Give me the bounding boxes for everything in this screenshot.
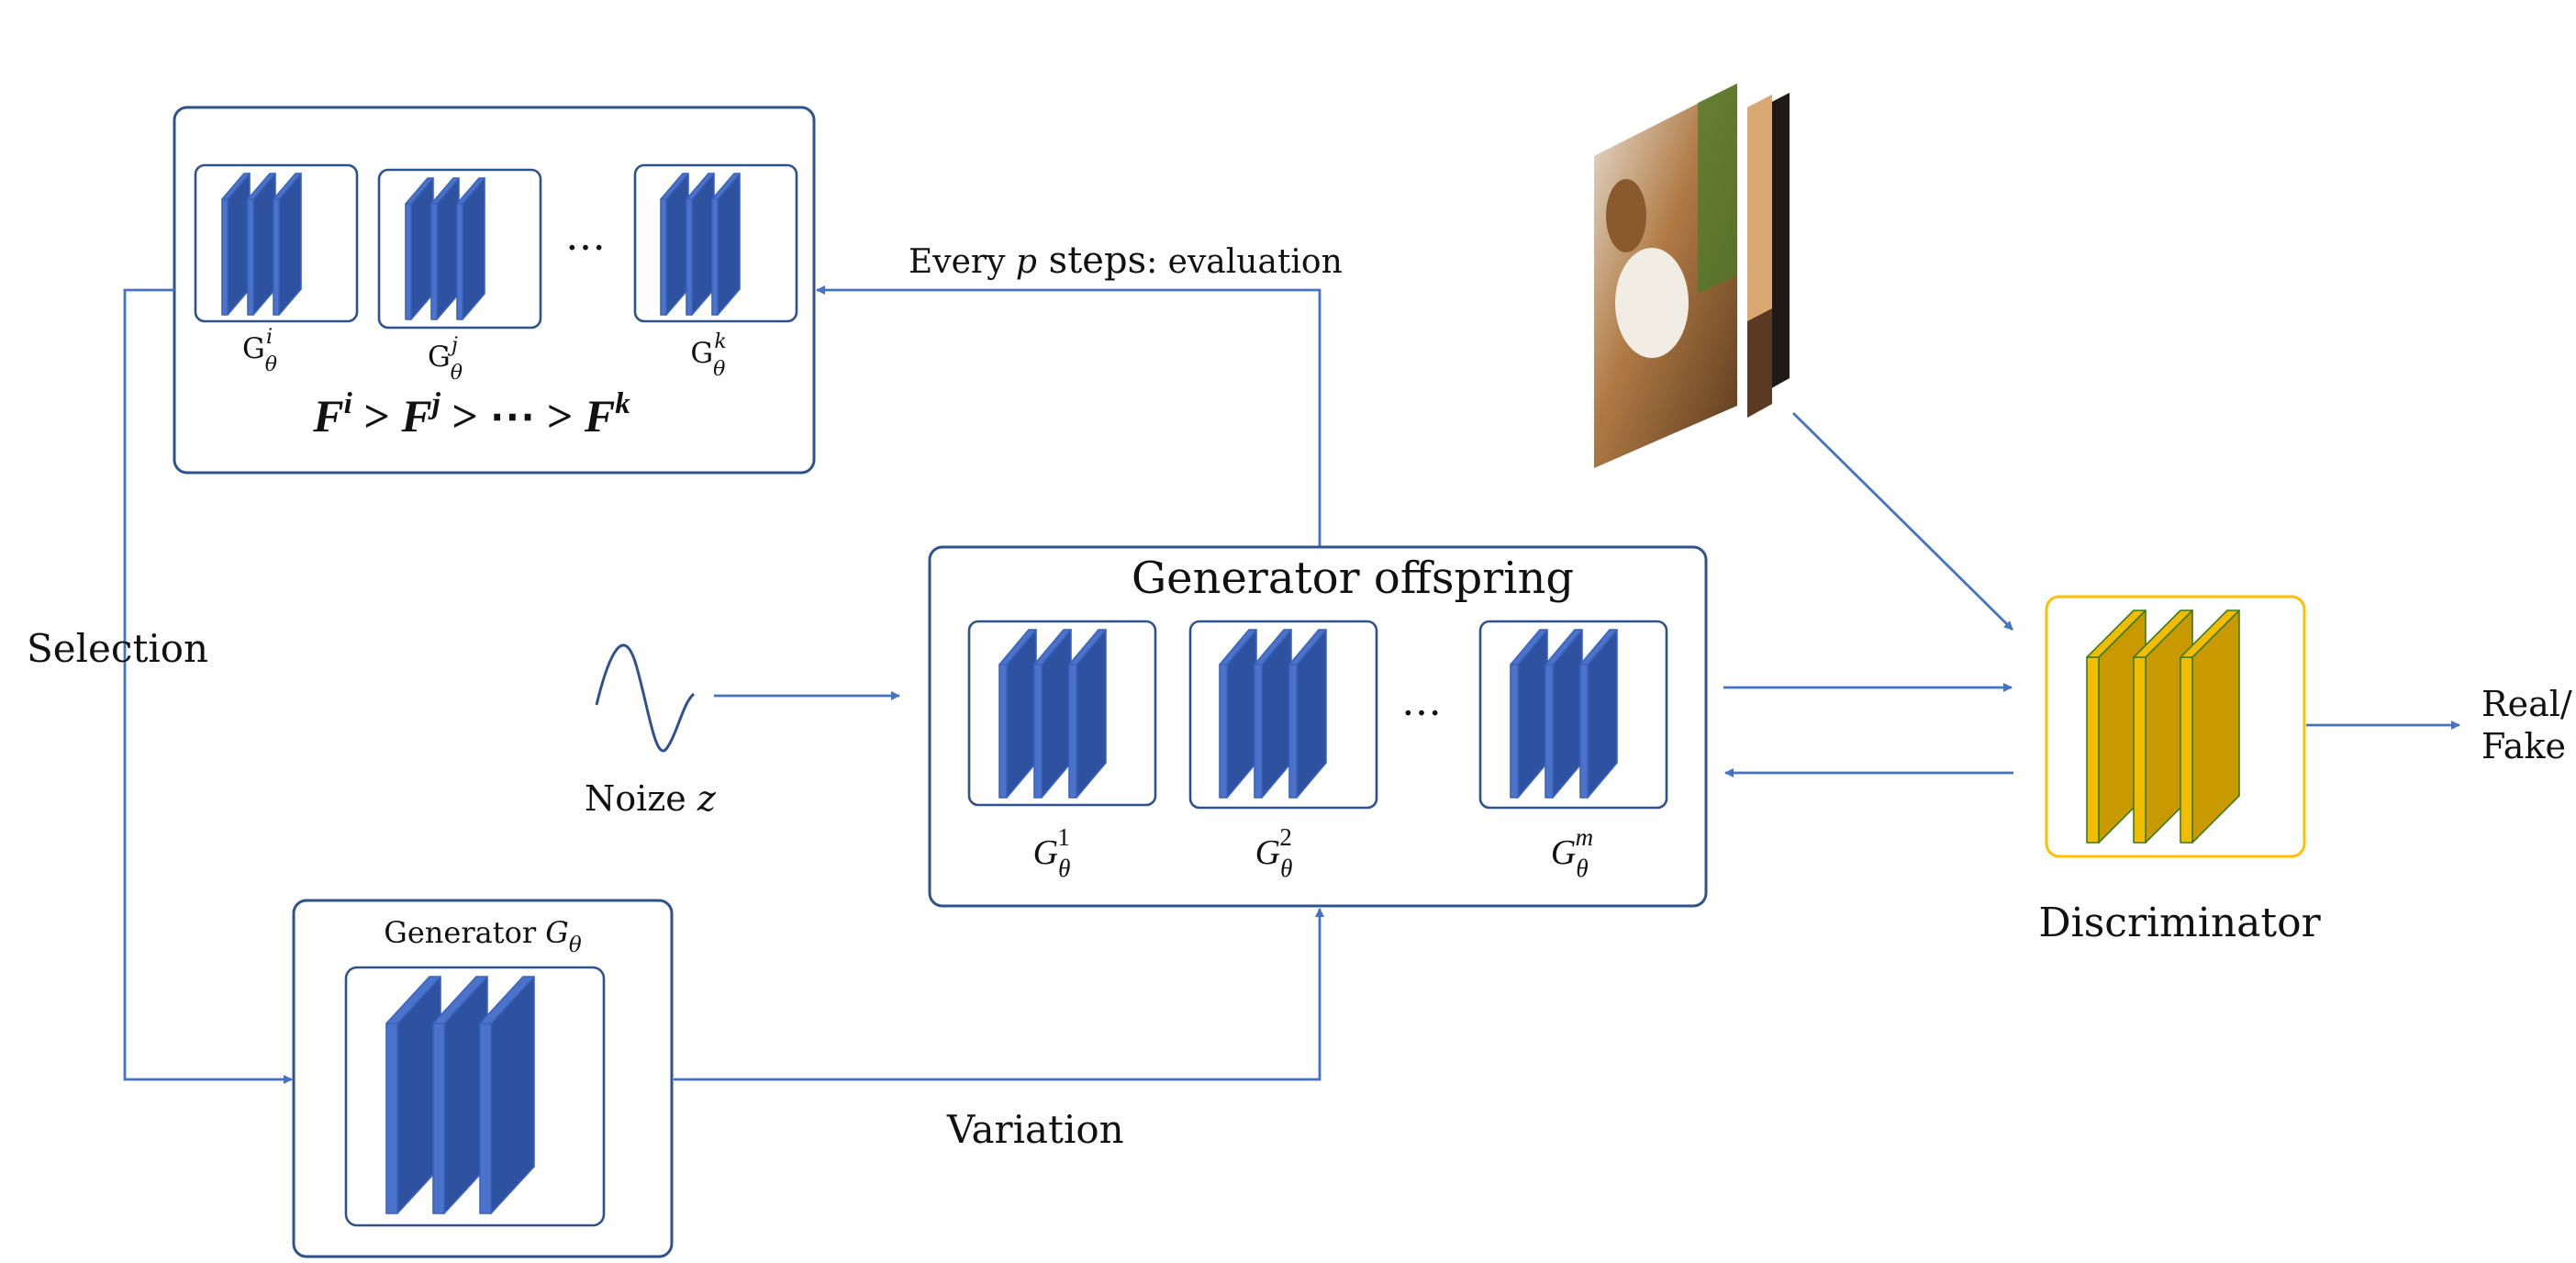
layer-front-face [1068,664,1077,799]
discriminator-layers-stack [2086,609,2240,844]
population-member-label-1: Gθi [242,326,277,376]
generator-label: Generator Gθ [384,915,582,957]
offspring-member-label-2: Gθ2 [1255,823,1293,882]
offspring-member-label-1: Gθ1 [1033,823,1071,882]
generator-layers-stack [1219,629,1327,799]
layer-front-face [1254,664,1263,799]
noise-wave-icon [595,643,696,753]
layer-top-face [711,173,741,200]
offspring-title: Generator offspring [1132,553,1574,604]
layer-front-face [2180,656,2193,844]
generator-layers-stack [998,629,1107,799]
discriminator-box [2045,595,2306,858]
population-member-cell-1 [194,163,359,323]
layer-top-face [1254,629,1292,665]
layer-front-face [456,203,463,320]
layer-top-face [405,177,434,205]
layer-front-face [686,198,693,316]
output-label: Real/ Fake [2481,684,2576,766]
generator-inner-cell [344,966,606,1227]
fitness-ranking: Fi > Fj > ⋯ > Fk [312,387,630,441]
layer-top-face [456,177,485,205]
layer-front-face [432,1023,445,1214]
real-images-stack [1594,84,1790,468]
layer-front-face [711,198,719,316]
layer-top-face [2133,609,2193,658]
layer-top-face [430,177,460,205]
layer-front-face [2086,656,2100,844]
layer-top-face [1068,629,1107,665]
noise-label: Noize z [585,778,717,819]
layer-front-face [273,198,280,316]
layer-top-face [1544,629,1583,665]
offspring-member-label-3: Gθm [1551,823,1593,882]
population-member-label-3: Gθk [690,330,726,381]
layer-front-face [1544,664,1554,799]
population-member-label-2: Gθj [428,334,463,385]
generator-layers-stack [1510,629,1618,799]
layer-top-face [2180,609,2240,658]
layer-top-face [1219,629,1257,665]
layer-front-face [479,1023,492,1214]
real-images-arrow [1792,412,2013,631]
layer-top-face [273,173,302,200]
generator-layers-stack [660,173,741,316]
layer-front-face [1219,664,1228,799]
layer-top-face [1510,629,1548,665]
layer-front-face [405,203,412,320]
population-ellipsis: … [565,213,606,260]
selection-label: Selection [27,626,208,671]
layer-top-face [660,173,689,200]
generator-layers-stack [221,173,302,316]
layer-top-face [686,173,715,200]
layer-front-face [2133,656,2147,844]
population-member-cell-3 [633,163,798,323]
real-image-back [1767,93,1790,391]
layer-front-face [1288,664,1298,799]
offspring-ellipsis: … [1401,678,1442,725]
layer-top-face [247,173,276,200]
real-image-front-grass [1698,84,1737,294]
layer-front-face [247,198,254,316]
layer-front-face [998,664,1008,799]
dog-head-icon [1615,248,1689,358]
layer-front-face [660,198,667,316]
evaluation-arrow [816,285,1321,547]
generator-layers-stack [385,976,535,1214]
real-image-middle-shade [1747,308,1772,418]
layer-front-face [1579,664,1589,799]
generator-layers-stack [405,177,485,320]
layer-top-face [998,629,1037,665]
offspring-member-cell-3 [1478,620,1668,810]
layer-top-face [2086,609,2147,658]
layer-front-face [1510,664,1519,799]
discriminator-label: Discriminator [2038,900,2321,946]
layer-top-face [1288,629,1327,665]
layer-top-face [385,976,441,1024]
offspring-member-cell-2 [1188,620,1378,810]
layer-front-face [430,203,438,320]
layer-front-face [221,198,229,316]
population-member-cell-2 [377,168,542,330]
dog-ear-icon [1606,179,1646,252]
layer-front-face [385,1023,398,1214]
generator-box [292,899,674,1258]
variation-label: Variation [946,1107,1124,1152]
layer-top-face [479,976,535,1024]
variation-arrow [674,908,1324,1081]
selection-arrow [123,288,293,1084]
layer-top-face [1579,629,1618,665]
layer-front-face [1033,664,1043,799]
layer-top-face [432,976,488,1024]
offspring-member-cell-1 [967,620,1157,807]
offspring-box [928,545,1708,908]
layer-top-face [221,173,251,200]
evaluation-label: Every p steps: evaluation [909,240,1343,282]
layer-top-face [1033,629,1072,665]
